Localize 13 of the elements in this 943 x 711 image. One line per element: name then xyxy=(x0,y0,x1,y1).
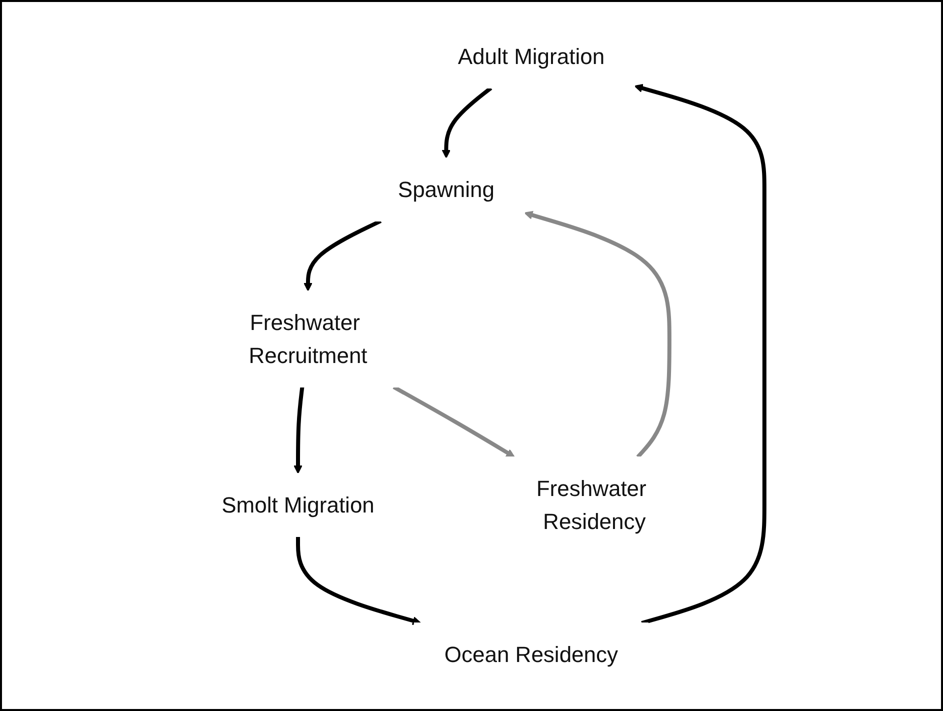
node-text: Freshwater Recruitment xyxy=(248,310,368,368)
arrow xyxy=(296,536,422,626)
arrow xyxy=(393,385,516,458)
node-text: Smolt Migration xyxy=(222,492,375,518)
arrow xyxy=(304,219,382,292)
arrow xyxy=(442,86,492,158)
node-text: Adult Migration xyxy=(458,44,605,69)
node-text: Freshwater Residency xyxy=(536,476,647,534)
node-text: Ocean Residency xyxy=(444,642,618,667)
node-text: Spawning xyxy=(398,176,495,202)
arrow xyxy=(634,84,767,625)
arrow xyxy=(294,386,304,474)
arrow xyxy=(524,210,672,458)
